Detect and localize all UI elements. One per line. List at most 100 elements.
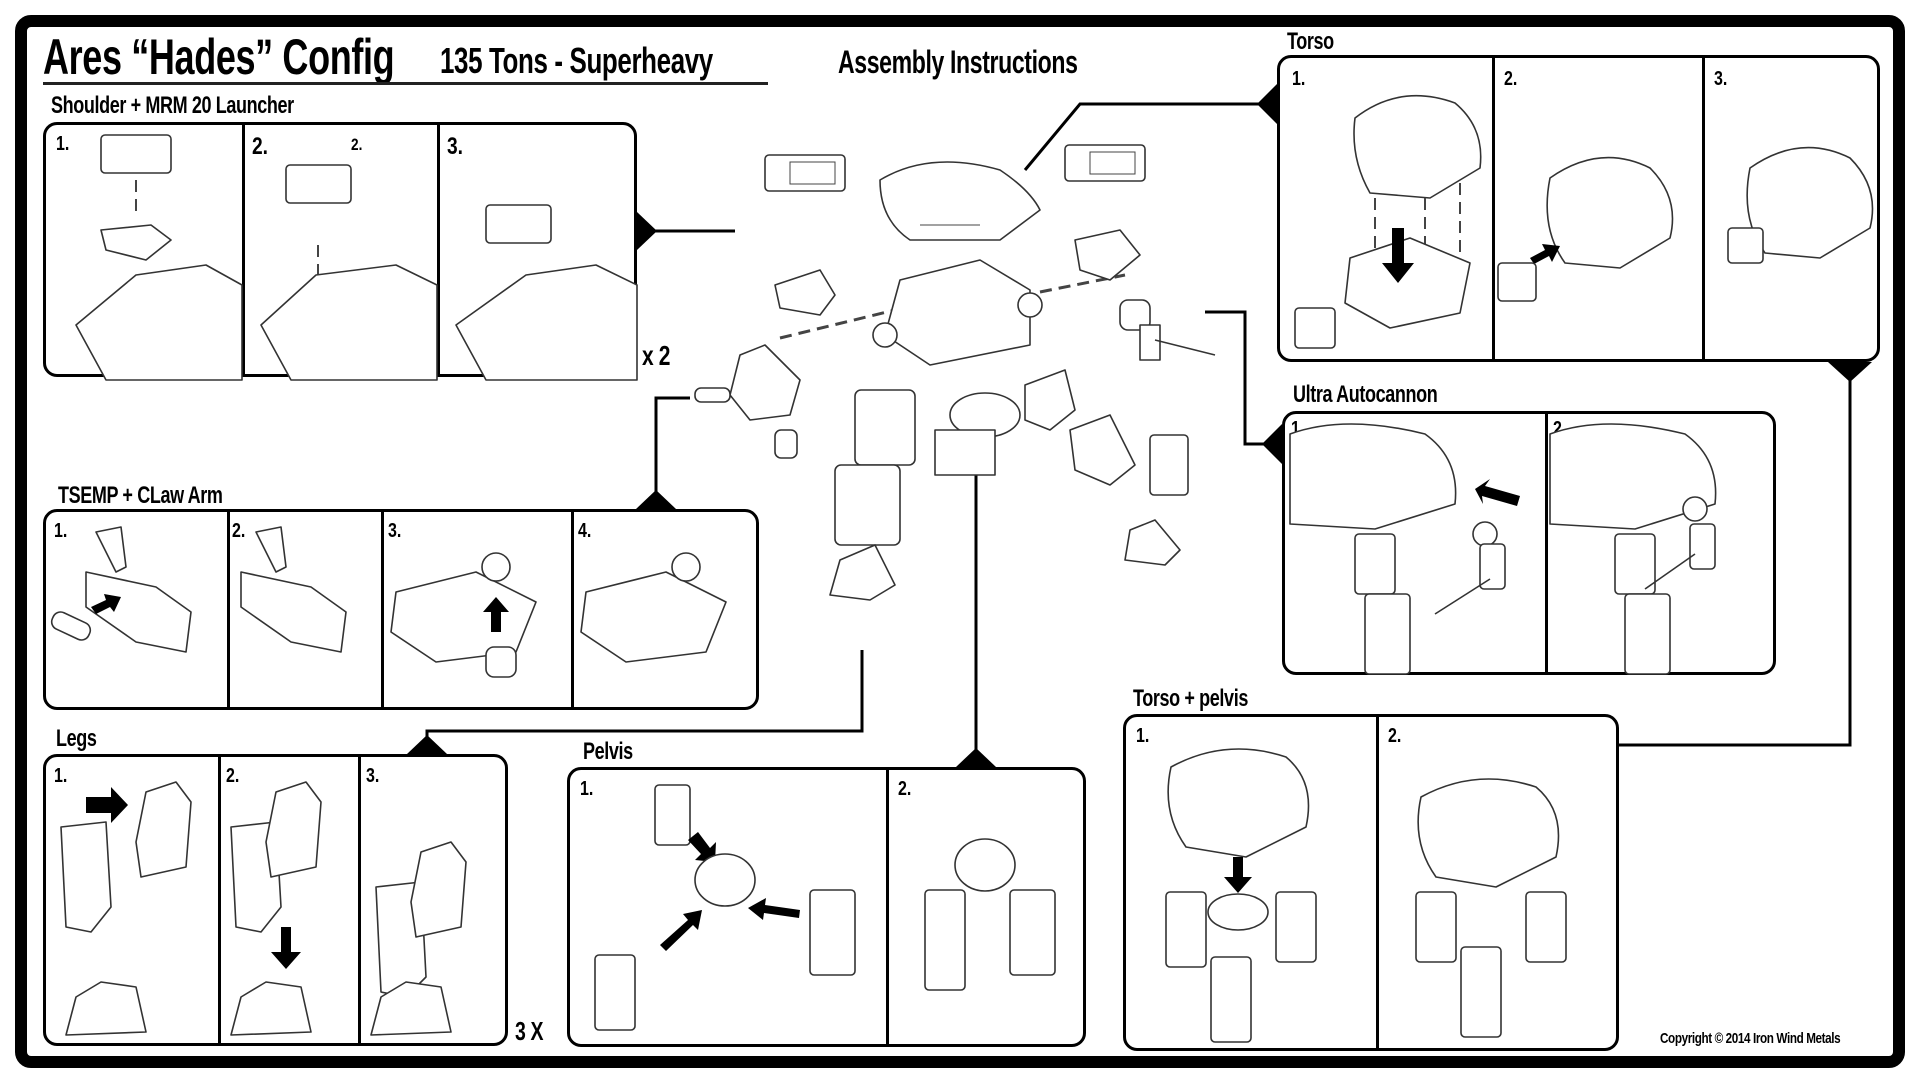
connector-pointer-legs xyxy=(407,735,447,754)
connector-pointer-ultra xyxy=(1262,424,1282,464)
mech-with-autocannon-illustration xyxy=(1289,423,1520,675)
panel-legs: 1. 2. 3. xyxy=(43,754,508,1046)
section-label-legs: Legs xyxy=(56,725,97,752)
panel-pelvis: 1. 2. xyxy=(567,767,1086,1047)
copyright-notice: Copyright © 2014 Iron Wind Metals xyxy=(1660,1030,1841,1047)
step-number: 1. xyxy=(1292,68,1306,90)
section-label-shoulder: Shoulder + MRM 20 Launcher xyxy=(51,92,294,119)
panel-divider xyxy=(1545,414,1548,672)
step-number: 3. xyxy=(388,520,402,542)
panel-divider xyxy=(242,125,245,374)
step-number: 1. xyxy=(54,520,68,542)
leg-illustration xyxy=(230,781,322,1036)
foot-left-part xyxy=(829,544,896,601)
connector-pointer-tsemp xyxy=(636,490,676,509)
pelvis-steps-illustration xyxy=(594,784,1056,1031)
panel-ultra-autocannon: 1. 2. xyxy=(1282,411,1776,675)
section-label-torso-pelvis: Torso + pelvis xyxy=(1133,685,1248,712)
connector-line-legs xyxy=(425,650,864,737)
section-label-torso: Torso xyxy=(1287,28,1334,55)
step-number: 4. xyxy=(578,520,592,542)
panel-torso: 1. 2. 3. xyxy=(1277,55,1880,362)
panel-divider xyxy=(227,512,230,707)
step-number: 3. xyxy=(1714,68,1728,90)
pelvis-illustration xyxy=(924,838,1056,991)
torso-top-part xyxy=(879,161,1041,241)
panel-divider xyxy=(571,512,574,707)
step-number: 1. xyxy=(56,133,70,155)
foot-right-part xyxy=(1124,519,1181,566)
section-label-pelvis: Pelvis xyxy=(583,738,633,765)
step-number: 3. xyxy=(366,765,380,787)
panel-torso-pelvis: 1. 2. xyxy=(1123,714,1619,1051)
claw-arm-part xyxy=(694,344,801,421)
step-number: 2. xyxy=(252,133,269,160)
pelvis-illustration xyxy=(594,784,856,1031)
page-title: Ares “Hades” Config xyxy=(43,29,395,85)
connector-pointer-pelvis xyxy=(956,748,996,767)
legs-steps-illustration xyxy=(60,781,467,1036)
upper-leg-part xyxy=(1069,414,1136,486)
guide-dash-right-arm xyxy=(1039,273,1126,294)
pelvis-leg-assembly-part xyxy=(834,389,1021,546)
step-number: 2. xyxy=(898,778,912,800)
assembly-heading: Assembly Instructions xyxy=(838,44,1078,80)
step-number-secondary: 2. xyxy=(351,135,363,154)
step-number: 1. xyxy=(54,765,68,787)
claw-arm-illustration xyxy=(50,526,192,653)
connector-line-torso-pelvis xyxy=(1619,380,1852,747)
shoulder-steps-illustration xyxy=(75,134,638,381)
connector-pointer-shoulder xyxy=(637,212,657,250)
torso-core-part xyxy=(872,259,1043,366)
panel-divider xyxy=(1376,717,1379,1048)
panel-divider xyxy=(358,757,361,1043)
torso-illustration xyxy=(1727,146,1874,264)
quantity-multiplier-shoulder: x 2 xyxy=(642,340,671,371)
lower-leg-part xyxy=(1149,434,1189,496)
panel-tsemp: 1. 2. 3. 4. xyxy=(43,509,759,710)
leg-illustration xyxy=(370,841,467,1036)
claw-hand-part xyxy=(774,429,798,459)
shoulder-mount-right-part xyxy=(1074,229,1141,281)
head-cockpit-part xyxy=(1024,369,1076,431)
mrm-launcher-illustration xyxy=(455,204,638,381)
mrm-launcher-left-part xyxy=(764,154,846,192)
step-number: 1. xyxy=(1136,725,1150,747)
mech-assembly-illustration xyxy=(1415,778,1567,1038)
mrm-launcher-illustration xyxy=(260,164,438,381)
title-underline xyxy=(43,82,768,85)
connector-pointer-torso xyxy=(1257,84,1277,124)
section-label-ultra-autocannon: Ultra Autocannon xyxy=(1293,381,1438,408)
step-number: 1. xyxy=(580,778,594,800)
panel-divider xyxy=(381,512,384,707)
connector-pointer-torso-down xyxy=(1828,362,1872,382)
step-number: 2. xyxy=(1388,725,1402,747)
connector-line-torso xyxy=(1023,102,1260,171)
section-label-tsemp: TSEMP + CLaw Arm xyxy=(58,482,223,509)
panel-divider xyxy=(1492,58,1495,359)
panel-divider xyxy=(886,770,889,1044)
guide-dash-left-arm xyxy=(779,308,896,340)
claw-arm-illustration xyxy=(240,526,347,653)
quantity-multiplier-legs: 3 X xyxy=(515,1016,544,1046)
panel-shoulder: 1. 2. 2. 3. xyxy=(43,122,638,381)
panel-divider xyxy=(437,125,440,374)
mech-assembly-illustration xyxy=(1165,748,1317,1043)
mech-with-autocannon-illustration xyxy=(1549,423,1717,675)
step-number: 2. xyxy=(226,765,240,787)
torso-pelvis-steps-illustration xyxy=(1165,748,1567,1043)
step-number: 2. xyxy=(1504,68,1518,90)
tsemp-steps-illustration xyxy=(50,526,727,678)
torso-illustration xyxy=(1294,94,1482,349)
step-number: 2. xyxy=(232,520,246,542)
page-subtitle: 135 Tons - Superheavy xyxy=(440,40,713,81)
connector-line-tsemp xyxy=(654,396,690,492)
exploded-view-illustration xyxy=(694,144,1216,601)
torso-illustration xyxy=(1497,156,1674,302)
panel-divider xyxy=(1702,58,1705,359)
shoulder-mount-left-part xyxy=(774,269,836,316)
ultra-autocannon-steps-illustration xyxy=(1289,423,1717,675)
panel-divider xyxy=(218,757,221,1043)
connector-line-ultra xyxy=(1205,310,1264,446)
